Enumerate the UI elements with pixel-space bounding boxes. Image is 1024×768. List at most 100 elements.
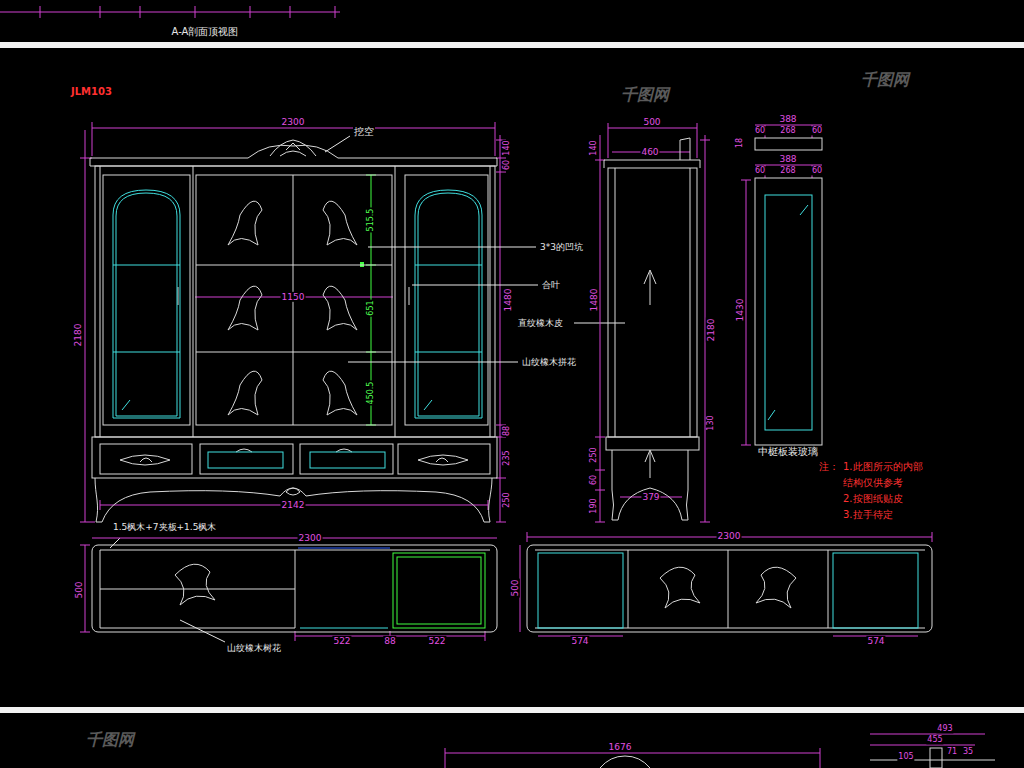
dimension: 455	[926, 735, 943, 744]
dimension: 1480	[589, 288, 599, 313]
cad-line	[122, 400, 130, 410]
dimension: 2300	[298, 533, 323, 543]
cad-line	[800, 205, 808, 215]
dimension: 388	[778, 114, 797, 124]
cad-line	[113, 265, 180, 266]
dimension: 268	[779, 126, 796, 135]
cad-line	[290, 6, 291, 18]
cad-line	[95, 166, 495, 437]
cad-line	[178, 287, 179, 305]
dimension: 379	[641, 492, 660, 502]
dimension: 60	[502, 159, 511, 171]
dimension: 140	[589, 139, 598, 156]
dimension: 190	[589, 497, 598, 514]
cad-line	[768, 410, 775, 420]
cad-line	[100, 500, 101, 510]
cad-line	[700, 140, 710, 141]
cad-line	[100, 6, 101, 18]
cad-line	[650, 272, 651, 305]
cad-line	[495, 122, 496, 156]
dimension: 268	[779, 166, 796, 175]
cad-line	[870, 760, 995, 761]
cad-line	[175, 564, 215, 605]
cad-line	[335, 6, 336, 18]
callout-note: 山纹橡木拼花	[521, 357, 577, 367]
dimension: 250	[502, 491, 511, 508]
dimension: 1150	[281, 292, 306, 302]
dimension: 2142	[281, 500, 306, 510]
cad-line	[600, 756, 650, 768]
cad-line	[196, 175, 392, 425]
cad-line	[527, 545, 932, 632]
cad-line	[80, 545, 90, 546]
cad-line	[195, 6, 196, 18]
cad-line	[90, 145, 497, 166]
cad-line	[409, 287, 410, 305]
cad-line	[113, 190, 180, 418]
cad-line	[196, 265, 392, 266]
cad-line	[80, 122, 506, 522]
dimension: 460	[640, 147, 659, 157]
cad-line	[728, 550, 729, 628]
dimension: 1480	[503, 288, 513, 313]
cad-line	[180, 620, 225, 642]
cad-line	[600, 748, 995, 768]
dimension: 60	[754, 166, 766, 175]
dimension: 2300	[281, 117, 306, 127]
cad-line	[395, 166, 396, 437]
cad-line	[595, 437, 605, 438]
cad-line	[228, 286, 262, 330]
cad-line	[298, 548, 390, 549]
callout-note: 山纹橡木树花	[226, 643, 282, 653]
dimension: 574	[866, 636, 885, 646]
cad-line	[270, 140, 316, 156]
dimension: 2180	[73, 323, 83, 348]
cad-line	[608, 128, 697, 129]
callout-note: 1.5枫木+7夹板+1.5枫木	[112, 522, 217, 532]
cad-line	[298, 548, 390, 549]
cad-line	[650, 452, 651, 478]
cad-line	[604, 160, 700, 168]
cad-line	[755, 138, 822, 150]
cad-line	[0, 6, 340, 18]
cad-line	[228, 371, 262, 415]
dimension: 18	[735, 137, 744, 149]
cad-line	[496, 522, 506, 523]
cad-line	[92, 122, 93, 156]
cad-line	[323, 286, 357, 330]
dimension: 235	[502, 449, 511, 466]
dimension: 1676	[608, 742, 633, 752]
cad-line	[208, 452, 283, 468]
cad-line	[418, 193, 479, 416]
callout-note: 挖空	[353, 126, 375, 138]
cad-line	[741, 125, 822, 445]
cad-line	[286, 488, 300, 495]
cad-line	[85, 130, 86, 522]
dimension: 250	[589, 446, 598, 463]
cad-line	[490, 166, 491, 437]
cad-line	[405, 175, 488, 425]
cad-line	[741, 445, 751, 446]
cad-line	[820, 748, 821, 768]
cad-line	[628, 550, 629, 628]
dimension: 60	[754, 126, 766, 135]
cad-line	[424, 400, 432, 410]
cad-line	[828, 550, 829, 628]
cad-line	[700, 522, 710, 523]
cad-line	[496, 172, 506, 173]
cad-line	[741, 180, 751, 181]
cad-line	[445, 748, 446, 768]
cad-line	[415, 190, 482, 418]
cad-line	[488, 500, 489, 510]
dimension: 522	[332, 636, 351, 646]
cad-line	[445, 734, 985, 768]
cad-line	[833, 553, 918, 628]
cad-line	[660, 567, 700, 608]
cad-line	[697, 123, 698, 158]
cad-line	[92, 128, 495, 129]
cad-line	[95, 478, 492, 522]
cad-line	[228, 201, 262, 245]
cad-line	[746, 180, 747, 445]
dimension: 500	[642, 117, 661, 127]
cad-line	[113, 190, 482, 468]
